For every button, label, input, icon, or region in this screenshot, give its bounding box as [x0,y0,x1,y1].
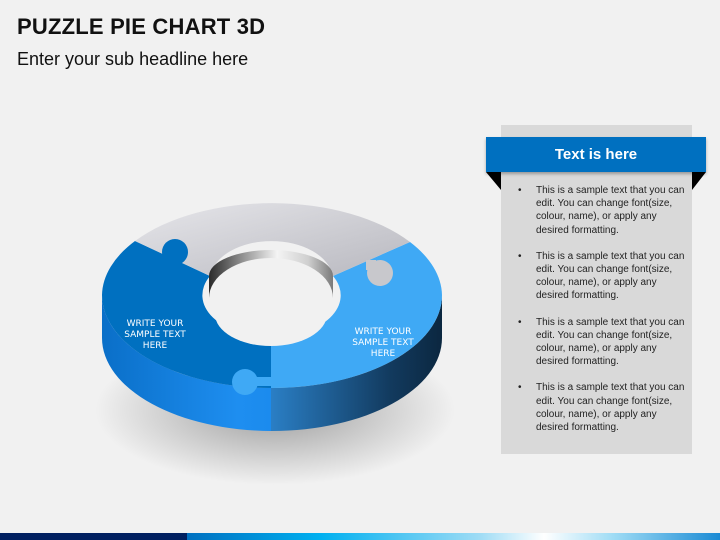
banner-fold-right [692,172,706,190]
svg-text:WRITE YOUR: WRITE YOUR [127,319,184,329]
bullet-item: This is a sample text that you can edit.… [512,250,687,303]
footer-bar [0,533,720,540]
bullet-item: This is a sample text that you can edit.… [512,316,687,369]
svg-text:HERE: HERE [371,349,396,359]
banner-fold-left [486,172,501,190]
page-title: PUZZLE PIE CHART 3D [17,14,266,39]
panel-heading: Text is here [486,137,706,172]
segment-label-left: WRITE YOUR SAMPLE TEXT HERE [124,319,186,351]
bullet-item: This is a sample text that you can edit.… [512,184,687,237]
segment-label-right: WRITE YOUR SAMPLE TEXT HERE [352,327,414,359]
svg-text:WRITE YOUR: WRITE YOUR [355,327,412,337]
bullet-item: This is a sample text that you can edit.… [512,381,687,434]
svg-text:SAMPLE TEXT: SAMPLE TEXT [352,338,414,348]
svg-text:HERE: HERE [143,341,168,351]
puzzle-pie-chart: WRITE YOUR SAMPLE TEXT HERE WRITE YOUR S… [90,180,460,500]
bullet-list: This is a sample text that you can edit.… [512,184,687,447]
footer-gradient-segment [187,533,720,540]
svg-text:SAMPLE TEXT: SAMPLE TEXT [124,330,186,340]
page-subtitle: Enter your sub headline here [17,49,249,69]
footer-dark-segment [0,533,187,540]
